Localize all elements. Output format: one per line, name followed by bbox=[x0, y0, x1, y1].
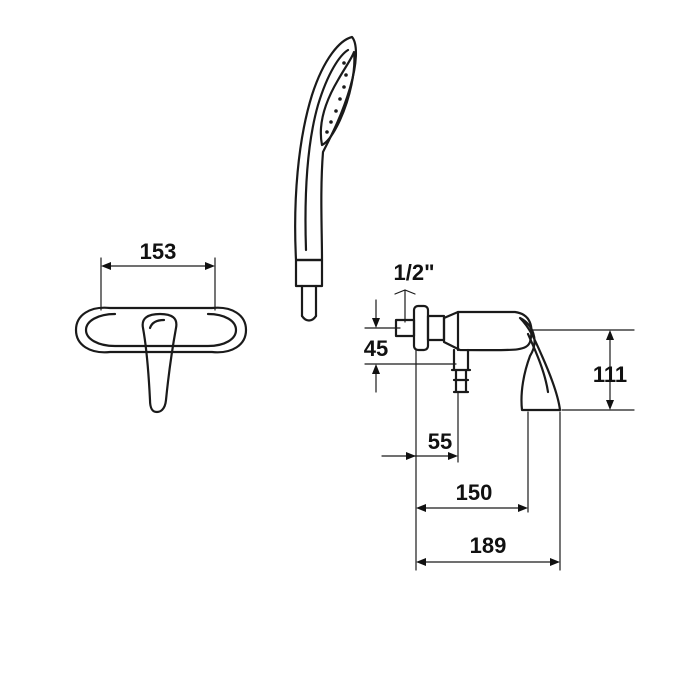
dim-150-arrow-left bbox=[416, 504, 426, 512]
dim-111-arrow-top bbox=[606, 330, 614, 340]
spray-nozzles bbox=[325, 61, 348, 134]
dim-55-label: 55 bbox=[428, 429, 452, 454]
lever-highlight bbox=[148, 318, 166, 330]
lever-handle bbox=[141, 312, 178, 414]
hose-stub bbox=[300, 284, 318, 318]
shower-outlet bbox=[450, 348, 472, 394]
hand-shower-connector bbox=[294, 258, 324, 288]
dim-150-label: 150 bbox=[456, 480, 493, 505]
hand-shower-inner-line bbox=[304, 48, 350, 252]
mixer-body-inner bbox=[84, 312, 238, 348]
wall-flange bbox=[412, 304, 430, 352]
dim-45-arrow-bottom bbox=[372, 364, 380, 374]
thread-leader bbox=[394, 289, 416, 323]
hand-shower-face bbox=[319, 50, 356, 147]
side-view-mixer: 1/2" 45 111 55 150 bbox=[364, 260, 635, 571]
nut bbox=[426, 314, 446, 342]
dim-45-label: 45 bbox=[364, 336, 388, 361]
dim-153-arrow-left bbox=[101, 262, 111, 270]
hand-shower bbox=[294, 35, 357, 322]
dim-111-label: 111 bbox=[593, 362, 627, 387]
dim-111-arrow-bottom bbox=[606, 400, 614, 410]
front-view-mixer: 153 bbox=[74, 239, 248, 414]
hose-end bbox=[300, 314, 318, 322]
mixer-body-side bbox=[442, 310, 533, 352]
dim-150-arrow-right bbox=[518, 504, 528, 512]
mixer-body-front bbox=[74, 306, 248, 354]
dim-45-arrow-top bbox=[372, 318, 380, 328]
dim-55-arrow-right bbox=[448, 452, 458, 460]
dim-153-label: 153 bbox=[140, 239, 177, 264]
dim-189-arrow-right bbox=[550, 558, 560, 566]
dim-55-arrow-left bbox=[406, 452, 416, 460]
lever-side bbox=[518, 316, 562, 412]
lever-side-inner bbox=[526, 332, 550, 394]
dim-153-arrow-right bbox=[205, 262, 215, 270]
dim-189-arrow-left bbox=[416, 558, 426, 566]
dim-189-label: 189 bbox=[470, 533, 507, 558]
hand-shower-outline bbox=[294, 35, 357, 262]
thread-size-label: 1/2" bbox=[393, 260, 434, 285]
